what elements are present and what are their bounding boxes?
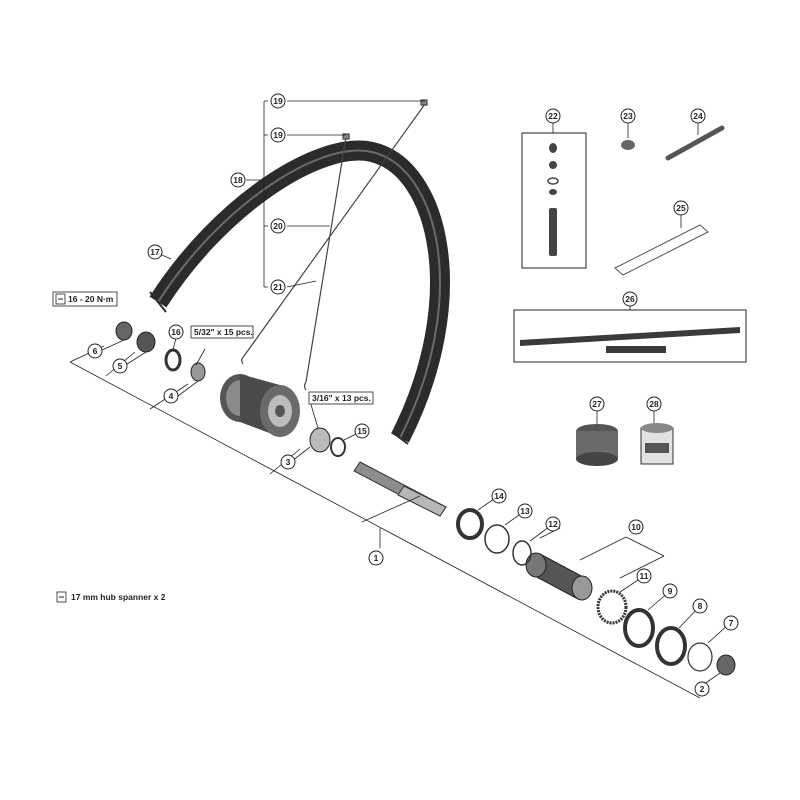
- callout-26: 26: [622, 291, 638, 307]
- callout-19a: 19: [270, 93, 286, 109]
- valve-kit-box: [521, 132, 587, 269]
- svg-text:3/16" x 13 pcs.: 3/16" x 13 pcs.: [312, 393, 371, 403]
- svg-text:1: 1: [374, 553, 379, 563]
- svg-text:17 mm hub spanner x 2: 17 mm hub spanner x 2: [71, 592, 166, 602]
- callout-2: 2: [694, 681, 710, 697]
- callout-18: 18: [230, 172, 246, 188]
- svg-text:25: 25: [676, 203, 686, 213]
- sticker-box-26: [513, 309, 747, 363]
- callout-7: 7: [723, 615, 739, 631]
- callout-24: 24: [690, 108, 706, 124]
- callout-11: 11: [636, 568, 652, 584]
- ring-15: [330, 437, 346, 457]
- tape-25: [614, 224, 709, 276]
- callout-10: 10: [628, 519, 644, 535]
- tool-icon: [56, 591, 67, 603]
- spoke-callout-lines: [246, 100, 425, 288]
- svg-text:22: 22: [548, 111, 558, 121]
- end-cap-6: [115, 321, 133, 341]
- svg-text:9: 9: [668, 586, 673, 596]
- svg-text:12: 12: [548, 519, 558, 529]
- svg-text:8: 8: [698, 601, 703, 611]
- tool-icon: [55, 293, 66, 305]
- cone-4: [190, 362, 206, 382]
- freehub-body: [525, 552, 593, 601]
- callout-23: 23: [620, 108, 636, 124]
- svg-text:26: 26: [625, 294, 635, 304]
- callout-28: 28: [646, 396, 662, 412]
- callout-25: 25: [673, 200, 689, 216]
- svg-text:20: 20: [273, 221, 283, 231]
- svg-text:5: 5: [118, 361, 123, 371]
- grease-jar-28: [640, 423, 674, 465]
- svg-text:2: 2: [700, 684, 705, 694]
- torque-value: 16 - 20 N·m: [68, 294, 114, 304]
- svg-text:19: 19: [273, 130, 283, 140]
- svg-text:11: 11: [640, 571, 649, 581]
- svg-text:6: 6: [93, 346, 98, 356]
- callout-5: 5: [112, 358, 128, 374]
- end-cap-2: [716, 654, 736, 676]
- spacer-note-small: 5/32" x 15 pcs.: [190, 325, 254, 339]
- callout-16: 16: [168, 324, 184, 340]
- callout-4: 4: [163, 388, 179, 404]
- torque-note: 16 - 20 N·m: [52, 291, 118, 307]
- callout-leader-lines: [99, 116, 731, 688]
- svg-text:23: 23: [623, 111, 633, 121]
- tool-24: [665, 125, 725, 161]
- callout-20: 20: [270, 218, 286, 234]
- callout-15: 15: [354, 423, 370, 439]
- ring-16: [164, 348, 182, 372]
- svg-text:17: 17: [150, 247, 160, 257]
- spanner-note: 17 mm hub spanner x 2: [56, 591, 166, 603]
- callout-21: 21: [270, 279, 286, 295]
- callout-14: 14: [491, 488, 507, 504]
- callout-12: 12: [545, 516, 561, 532]
- callout-27: 27: [589, 396, 605, 412]
- svg-text:19: 19: [273, 96, 283, 106]
- callout-8: 8: [692, 598, 708, 614]
- hub-shell: [220, 374, 300, 437]
- svg-text:21: 21: [273, 282, 283, 292]
- callout-19b: 19: [270, 127, 286, 143]
- bearing-race: [309, 427, 331, 453]
- svg-text:14: 14: [494, 491, 504, 501]
- callout-6: 6: [87, 343, 103, 359]
- svg-text:3: 3: [286, 457, 291, 467]
- callout-13: 13: [517, 503, 533, 519]
- callout-22: 22: [545, 108, 561, 124]
- svg-text:24: 24: [693, 111, 703, 121]
- locknut-5: [136, 331, 156, 353]
- svg-text:18: 18: [233, 175, 243, 185]
- callout-17: 17: [147, 244, 163, 260]
- sleeve-27: [576, 424, 618, 466]
- rings-right: [456, 508, 713, 672]
- svg-text:27: 27: [592, 399, 602, 409]
- svg-text:10: 10: [631, 522, 641, 532]
- svg-text:15: 15: [357, 426, 367, 436]
- svg-text:16: 16: [171, 327, 181, 337]
- callout-9: 9: [662, 583, 678, 599]
- axle: [353, 461, 447, 517]
- callout-1: 1: [368, 550, 384, 566]
- svg-text:5/32" x 15 pcs.: 5/32" x 15 pcs.: [194, 327, 253, 337]
- valve-cap-23: [621, 140, 635, 150]
- spacer-note-large: 3/16" x 13 pcs.: [308, 391, 374, 405]
- svg-text:13: 13: [520, 506, 530, 516]
- callout-3: 3: [280, 454, 296, 470]
- svg-text:7: 7: [729, 618, 734, 628]
- rim: [149, 140, 450, 445]
- callout-markers: 1 2 3 4 5 6 7 8 9 10 11 12 13 14 15 16 1…: [87, 93, 739, 697]
- svg-text:28: 28: [649, 399, 659, 409]
- svg-text:4: 4: [169, 391, 174, 401]
- spokes: [241, 99, 428, 391]
